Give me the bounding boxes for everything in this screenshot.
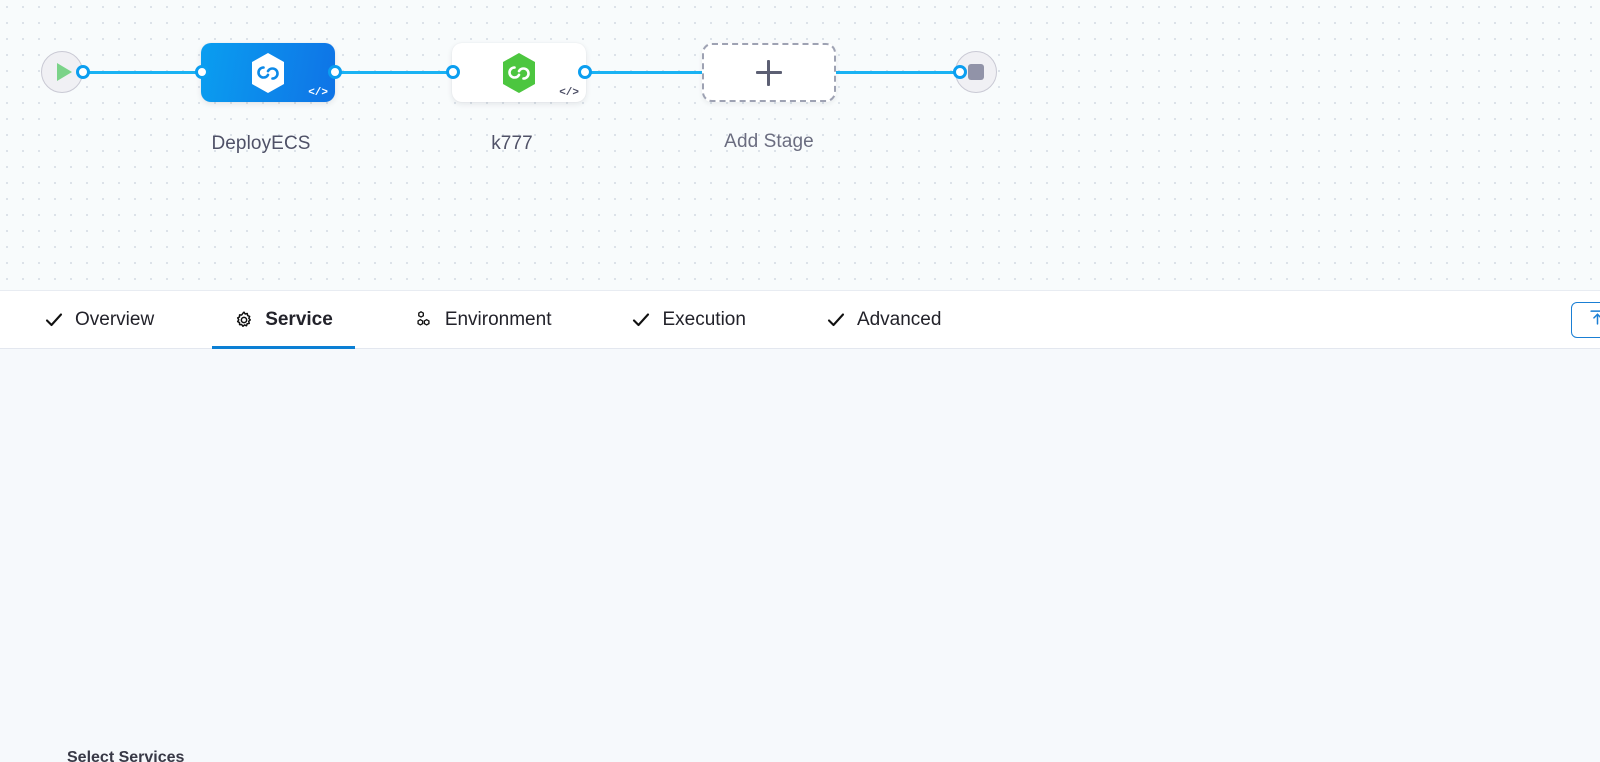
stage-label-deployecs: DeployECS xyxy=(211,133,311,154)
plus-icon xyxy=(756,59,782,86)
pipeline-canvas[interactable]: </> DeployECS </> k777 Add Stage xyxy=(0,0,1600,291)
check-icon xyxy=(631,310,651,330)
tab-label: Advanced xyxy=(856,308,942,330)
check-icon xyxy=(44,310,64,330)
harness-hexagon-green-icon xyxy=(503,52,535,93)
k777-output-port[interactable] xyxy=(578,65,592,79)
k777-input-port[interactable] xyxy=(446,65,460,79)
tab-label: Environment xyxy=(444,308,552,330)
start-port-dot[interactable] xyxy=(76,65,90,79)
tab-advanced[interactable]: Advanced xyxy=(816,291,952,348)
add-stage-label: Add Stage xyxy=(724,131,814,152)
hexagon-cluster-icon xyxy=(413,309,434,330)
deployecs-output-port[interactable] xyxy=(328,65,342,79)
edge-addstage-to-end xyxy=(828,71,960,74)
stage-code-badge[interactable]: </> xyxy=(308,87,328,99)
tab-environment[interactable]: Environment xyxy=(403,291,562,348)
end-port-dot[interactable] xyxy=(953,65,967,79)
stage-code-badge[interactable]: </> xyxy=(559,87,579,99)
stage-node-deployecs[interactable]: </> xyxy=(201,43,335,102)
tab-execution[interactable]: Execution xyxy=(621,291,755,348)
tab-label: Overview xyxy=(75,308,155,330)
edge-start-to-deployecs xyxy=(88,71,210,74)
tab-label: Service xyxy=(265,308,333,330)
edge-deployecs-to-k777 xyxy=(328,71,458,74)
tab-label: Execution xyxy=(662,308,746,330)
save-as-template-button[interactable]: S xyxy=(1570,302,1600,338)
stop-icon xyxy=(968,64,984,80)
upload-icon xyxy=(1588,308,1600,332)
deployecs-input-port[interactable] xyxy=(195,65,209,79)
tab-overview[interactable]: Overview xyxy=(34,291,164,348)
tab-service[interactable]: Service xyxy=(212,291,355,349)
play-icon xyxy=(56,63,72,81)
stage-tab-bar: Overview Service Environment Execution xyxy=(0,291,1600,349)
check-icon xyxy=(826,310,846,330)
stage-node-k777[interactable]: </> xyxy=(452,43,586,102)
add-stage-button[interactable] xyxy=(702,43,836,102)
gear-icon xyxy=(234,310,254,330)
harness-hexagon-icon xyxy=(252,52,284,93)
service-tab-panel: Select Services PROJECT 1 Add Service De… xyxy=(0,349,1600,762)
select-services-label: Select Services xyxy=(67,749,185,762)
stage-label-k777: k777 xyxy=(491,133,533,154)
edge-k777-to-addstage xyxy=(582,71,712,74)
